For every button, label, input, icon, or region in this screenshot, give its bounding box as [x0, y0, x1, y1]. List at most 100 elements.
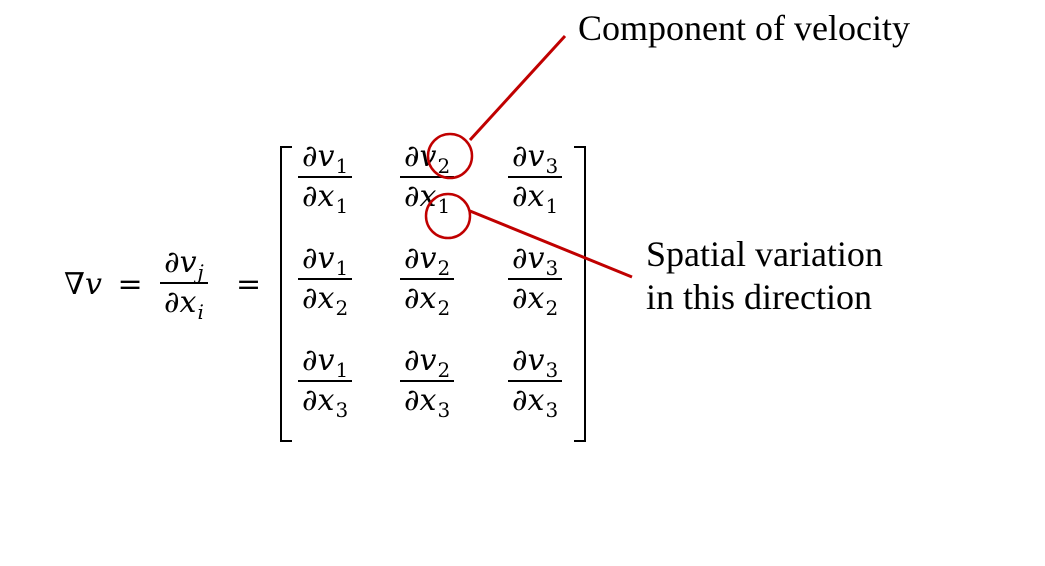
partial-symbol: ∂ [404, 139, 420, 174]
fraction-bar [298, 278, 353, 280]
matrix-cell-r3c2: ∂v2∂x3 [400, 343, 455, 420]
partial-symbol: ∂ [404, 179, 420, 214]
matrix-cell-r2c3: ∂v3∂x2 [508, 241, 563, 319]
denominator-var: x [317, 281, 335, 316]
numerator-var: v [317, 241, 335, 276]
numerator-subscript: j [197, 260, 204, 284]
denominator-var: x [317, 383, 335, 418]
partial-symbol: ∂ [404, 281, 420, 316]
fraction-bar [508, 176, 563, 178]
numerator-var: v [317, 343, 335, 378]
cell-denominator: ∂x1 [400, 179, 454, 217]
cell-denominator: ∂x3 [508, 383, 562, 421]
direction-highlight-circle [424, 192, 472, 240]
partial-symbol: ∂ [512, 179, 528, 214]
cell-numerator: ∂v3 [508, 139, 562, 177]
denominator-subscript: i [197, 300, 204, 324]
partial-symbol: ∂ [404, 241, 420, 276]
matrix-cell-r1c1: ∂v1∂x1 [298, 139, 353, 217]
gradient-lhs: ∇v = [64, 270, 149, 300]
denominator-subscript: 1 [545, 194, 559, 218]
cell-denominator: ∂x2 [400, 281, 454, 319]
cell-numerator: ∂v3 [508, 241, 562, 279]
numerator-subscript: 3 [545, 358, 559, 382]
denominator-var: x [527, 179, 545, 214]
partial-symbol: ∂ [512, 139, 528, 174]
cell-numerator: ∂v3 [508, 343, 562, 381]
fraction-bar [400, 380, 455, 382]
numerator-subscript: 1 [335, 256, 349, 280]
denominator-var: x [419, 383, 437, 418]
denominator-subscript: 1 [335, 194, 349, 218]
partial-symbol: ∂ [512, 241, 528, 276]
partial-symbol: ∂ [404, 383, 420, 418]
fraction-bar [400, 176, 455, 178]
matrix-cell-r3c3: ∂v3∂x3 [508, 343, 563, 421]
partial-symbol: ∂ [302, 241, 318, 276]
partial-symbol: ∂ [512, 343, 528, 378]
matrix-cell-r1c3: ∂v3∂x1 [508, 139, 563, 217]
cell-numerator: ∂v2 [400, 241, 454, 279]
partial-symbol: ∂ [404, 343, 420, 378]
matrix-cell-r3c1: ∂v1∂x3 [298, 343, 353, 420]
denominator-var: x [527, 383, 545, 418]
numerator-var: v [527, 343, 545, 378]
numerator-var: v [527, 241, 545, 276]
partial-symbol: ∂ [164, 285, 180, 320]
partial-symbol: ∂ [164, 245, 180, 280]
numerator-var: v [419, 241, 437, 276]
partial-symbol: ∂ [512, 281, 528, 316]
matrix-left-bracket [280, 146, 292, 442]
numerator-subscript: 3 [545, 154, 559, 178]
component-label: Component of velocity [578, 8, 910, 48]
cell-denominator: ∂x1 [298, 179, 352, 217]
denominator-subscript: 3 [335, 398, 349, 422]
fraction-bar [298, 380, 353, 382]
lhs-denominator: ∂xi [160, 285, 208, 323]
denominator-subscript: 3 [545, 398, 559, 422]
velocity-symbol: v [84, 267, 102, 302]
spatial-label-line1: Spatial variation [646, 234, 883, 274]
fraction-bar [508, 278, 563, 280]
numerator-subscript: 3 [545, 256, 559, 280]
matrix-right-bracket [574, 146, 586, 442]
partial-symbol: ∂ [512, 383, 528, 418]
numerator-subscript: 1 [335, 154, 349, 178]
denominator-var: x [527, 281, 545, 316]
cell-denominator: ∂x1 [508, 179, 562, 217]
denominator-var: x [179, 285, 197, 320]
matrix-cell-r2c1: ∂v1∂x2 [298, 241, 353, 319]
fraction-bar [298, 176, 353, 178]
denominator-subscript: 3 [437, 398, 451, 422]
lhs-fraction: ∂vj ∂xi [160, 245, 208, 323]
partial-symbol: ∂ [302, 179, 318, 214]
numerator-subscript: 1 [335, 358, 349, 382]
fraction-bar [400, 278, 455, 280]
nabla-symbol: ∇ [64, 267, 85, 302]
component-leader-line [468, 34, 567, 142]
fraction-bar [160, 282, 208, 284]
denominator-var: x [317, 179, 335, 214]
numerator-subscript: 2 [437, 358, 451, 382]
partial-symbol: ∂ [302, 281, 318, 316]
direction-leader-line [469, 209, 633, 279]
denominator-subscript: 2 [545, 296, 559, 320]
numerator-var: v [527, 139, 545, 174]
spatial-label-line2: in this direction [646, 277, 872, 317]
cell-denominator: ∂x2 [508, 281, 562, 319]
matrix-cell-r1c2: ∂v2∂x1 [400, 139, 455, 217]
component-highlight-circle [426, 132, 474, 180]
denominator-subscript: 2 [437, 296, 451, 320]
cell-numerator: ∂v1 [298, 343, 352, 381]
cell-denominator: ∂x2 [298, 281, 352, 319]
denominator-subscript: 2 [335, 296, 349, 320]
denominator-var: x [419, 281, 437, 316]
equals-sign-2: = [236, 270, 261, 300]
equals-sign: = [117, 267, 143, 302]
fraction-bar [508, 380, 563, 382]
cell-numerator: ∂v1 [298, 139, 352, 177]
numerator-var: v [317, 139, 335, 174]
numerator-var: v [179, 245, 197, 280]
